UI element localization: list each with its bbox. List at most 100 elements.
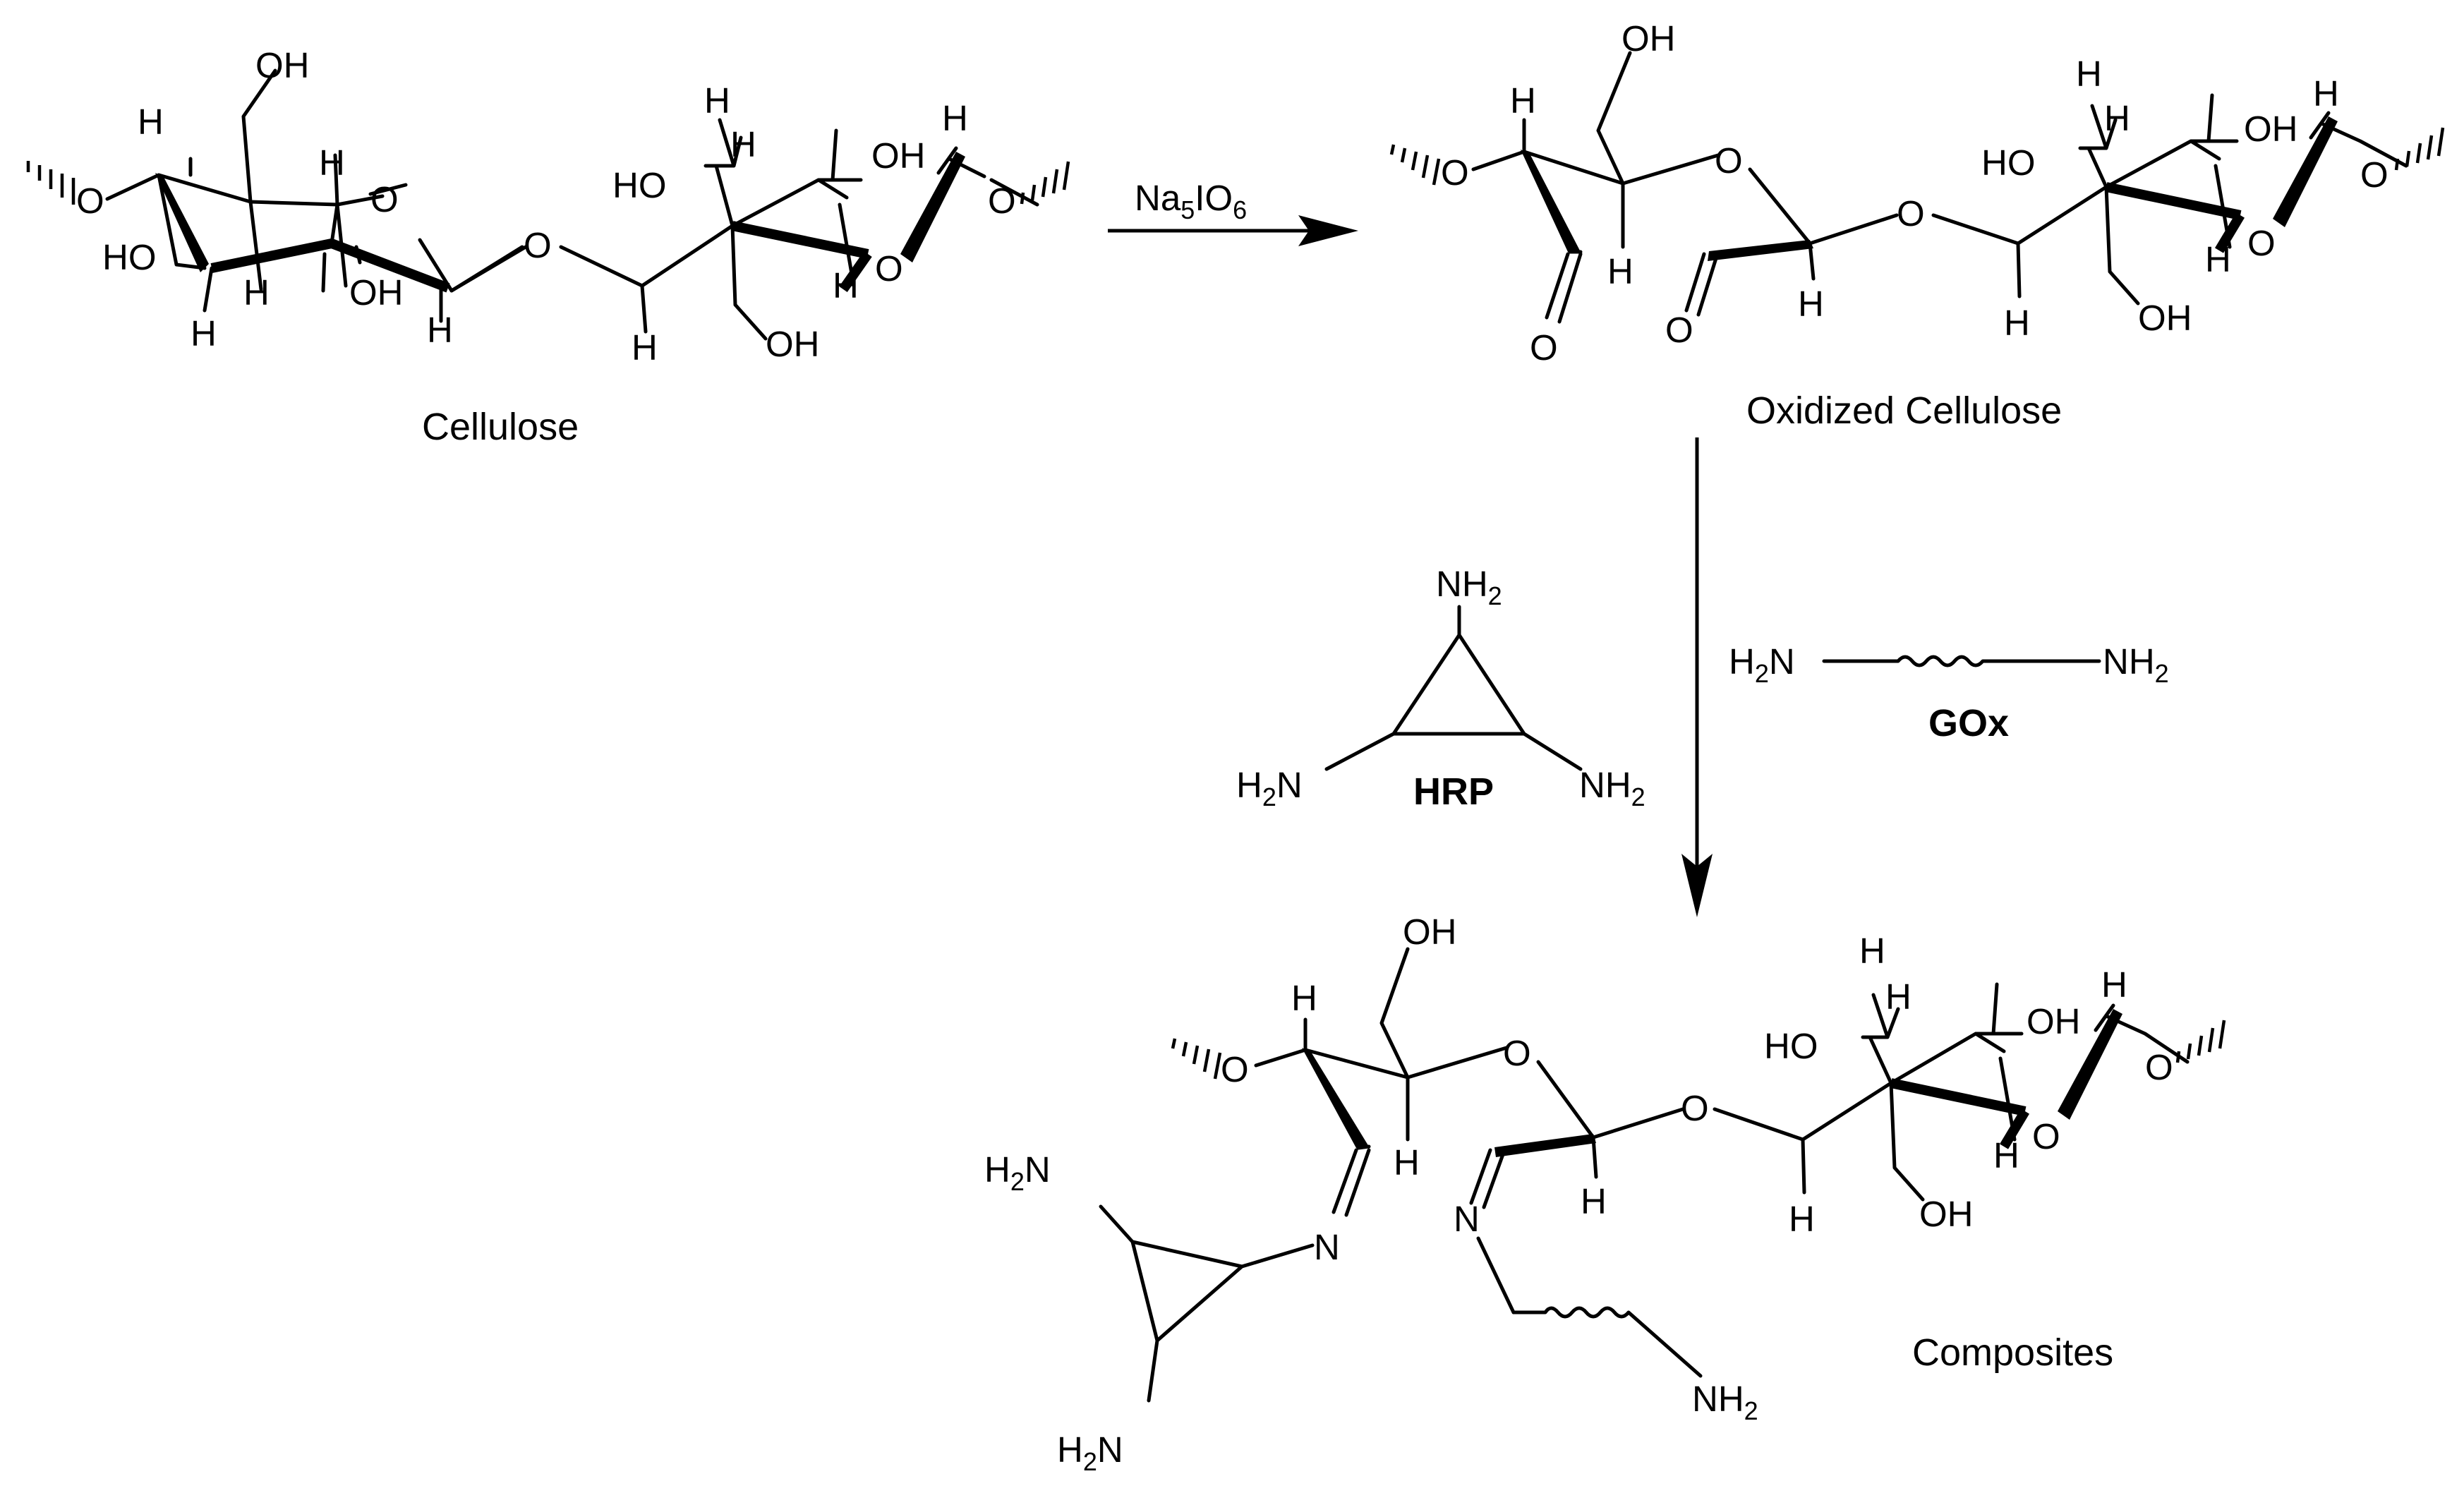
bold-bond (1999, 1108, 2030, 1149)
atom-label: O (1530, 327, 1558, 368)
atom-label: H (1581, 1181, 1607, 1221)
hashed-bond (1171, 1038, 1222, 1080)
hashed-bond (1020, 161, 1070, 205)
cellulose-label: Cellulose (422, 406, 579, 448)
atom-label: O (524, 225, 552, 265)
amine-group: NH2 (1579, 765, 1645, 811)
atom-label: OH (1621, 18, 1676, 59)
atom-label: O (2032, 1116, 2060, 1156)
gox-structure: H2N NH2 GOx (1729, 641, 2169, 744)
hashed-bond (1389, 144, 1441, 186)
oxidized-cellulose-label: Oxidized Cellulose (1746, 389, 2062, 432)
bond (1545, 250, 1583, 324)
atom-label: O (1665, 310, 1693, 350)
atom-label: N (1454, 1199, 1480, 1239)
atom-label: O (2247, 223, 2276, 263)
atom-label: O (2360, 155, 2388, 195)
atom-label: H (191, 313, 217, 353)
wedge-bond (1521, 150, 1581, 252)
atom-label: H (2205, 239, 2231, 279)
atom-label: O (1503, 1033, 1531, 1073)
wedge-bond (1708, 240, 1813, 261)
amine-group: NH2 (1692, 1379, 1758, 1425)
bold-bond (2214, 212, 2245, 253)
amine-group: NH2 (1436, 564, 1502, 610)
atom-label: H (942, 98, 968, 138)
atom-label: H (138, 102, 164, 142)
hrp-label: HRP (1413, 770, 1494, 813)
atom-label: OH (2138, 298, 2192, 338)
atom-label: H (1394, 1142, 1420, 1183)
atom-label: OH (1919, 1194, 1974, 1234)
atom-label: H (1607, 251, 1633, 291)
atom-label: O (1681, 1088, 1709, 1128)
hrp-structure: NH2 H2N NH2 HRP (1236, 564, 1645, 813)
atom-label: H (1798, 284, 1824, 324)
atom-label: H (1993, 1135, 2019, 1175)
atom-label: H (704, 80, 730, 121)
atom-label: OH (1403, 912, 1457, 952)
cellulose-structure: OH H H O O HO H OH H H O H HO H OH H O O… (26, 45, 1070, 448)
gox-label: GOx (1928, 702, 2009, 744)
atom-label: H (1859, 931, 1885, 971)
atom-label: O (1441, 152, 1469, 193)
atom-label: OH (2027, 1001, 2081, 1041)
atom-label: H (833, 265, 859, 306)
amine-group: H2N (984, 1149, 1051, 1196)
atom-label: O (370, 179, 399, 219)
wedge-bond (900, 152, 965, 262)
atom-label: O (875, 248, 903, 289)
bold-bond (2105, 182, 2242, 220)
wavy-chain (1822, 655, 2101, 667)
wedge-bond (2058, 1009, 2122, 1120)
bold-bond (330, 238, 450, 293)
atom-label: O (76, 181, 104, 221)
bond (1254, 947, 1805, 1179)
atom-label: OH (871, 135, 926, 176)
bond (1471, 51, 2020, 281)
amine-group: H2N (1057, 1429, 1123, 1476)
bond (1684, 252, 1718, 317)
bond (1099, 1204, 1315, 1403)
atom-label: O (2145, 1047, 2173, 1087)
atom-label: O (1221, 1049, 1249, 1089)
amine-group: NH2 (2103, 641, 2169, 688)
atom-label: H (1789, 1199, 1815, 1239)
bold-bond (731, 221, 869, 259)
atom-label: OH (349, 272, 404, 313)
bond (1324, 605, 1583, 771)
atom-label: H (2101, 965, 2127, 1005)
atom-label: H (319, 143, 345, 183)
bold-bond (210, 238, 333, 273)
bond (449, 245, 644, 293)
amine-group: H2N (1729, 641, 1795, 688)
bond (2016, 93, 2408, 306)
atom-label: HO (612, 165, 667, 205)
amine-group: H2N (1236, 765, 1303, 811)
bond (640, 118, 1039, 341)
bold-bond (839, 250, 872, 293)
atom-label: H (2004, 303, 2030, 343)
wedge-bond (155, 173, 209, 272)
atom-label: H (632, 327, 658, 368)
atom-label: H (1885, 977, 1912, 1017)
atom-label: OH (766, 324, 820, 364)
bond (1801, 982, 2190, 1202)
atom-label: O (988, 181, 1016, 221)
hashed-bond (2394, 127, 2445, 171)
wavy-chain (1476, 1236, 1703, 1378)
atom-label: O (1715, 140, 1743, 181)
atom-label: H (1291, 978, 1317, 1018)
oxidized-cellulose-structure: OH H O O H O O H O H HO H OH H O O H H O… (1389, 18, 2445, 432)
atom-label: H (1510, 80, 1536, 121)
atom-label: H (2104, 98, 2130, 138)
wedge-bond (1494, 1134, 1596, 1157)
atom-label: H (2313, 73, 2339, 114)
reagent-label: Na5IO6 (1135, 178, 1247, 224)
hashed-bond (2175, 1020, 2226, 1063)
composites-label: Composites (1912, 1331, 2113, 1374)
wedge-bond (1302, 1048, 1369, 1148)
atom-label: H (427, 310, 453, 350)
reaction-arrow-vertical (1681, 437, 1713, 917)
